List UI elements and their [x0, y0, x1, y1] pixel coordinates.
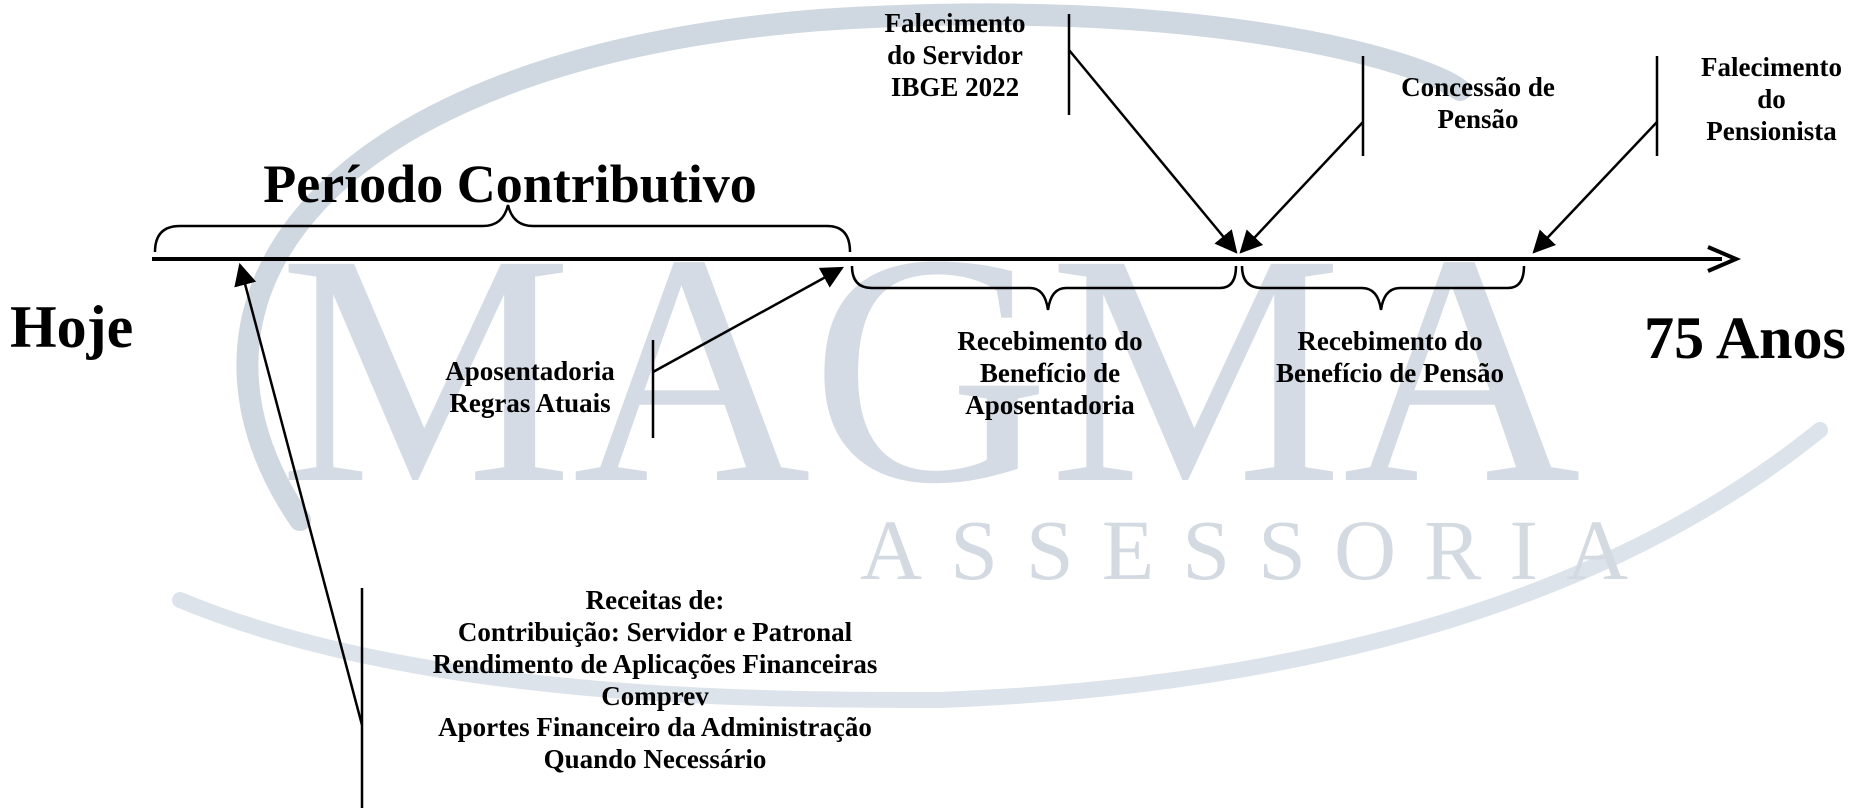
contribution-brace — [153, 204, 852, 253]
watermark-swoosh — [236, 3, 1471, 531]
pension-grant-event-label: Concessão de Pensão — [1401, 72, 1555, 134]
revenues-label: Receitas de: Contribuição: Servidor e Pa… — [432, 585, 878, 775]
axis-start-label: Hoje — [10, 294, 134, 360]
pensioner-death-event-label: Falecimento do Pensionista — [1701, 52, 1842, 146]
pensioner-death-arrow — [1532, 121, 1658, 254]
revenues-arrow — [234, 262, 364, 726]
watermark-word: MAGMA — [279, 187, 1581, 552]
watermark-swoosh-lower — [172, 422, 1828, 709]
watermark-subword: ASSESSORIA — [860, 502, 1657, 598]
timeline-axis-arrowhead — [1707, 245, 1742, 273]
retirement-arrow — [652, 266, 844, 374]
retirement-benefit-brace — [850, 265, 1238, 311]
axis-end-label: 75 Anos — [1644, 305, 1846, 371]
pension-benefit-brace — [1240, 265, 1526, 311]
server-death-event-label: Falecimento do Servidor IBGE 2022 — [884, 8, 1026, 102]
server-death-arrow — [1068, 49, 1238, 254]
contribution-period-label: Período Contributivo — [263, 154, 757, 214]
retirement-event-label: Aposentadoria Regras Atuais — [445, 356, 615, 418]
pension-grant-arrow — [1239, 121, 1364, 254]
retirement-benefit-label: Recebimento do Benefício de Aposentadori… — [957, 326, 1143, 420]
pension-benefit-label: Recebimento do Benefício de Pensão — [1276, 326, 1504, 388]
